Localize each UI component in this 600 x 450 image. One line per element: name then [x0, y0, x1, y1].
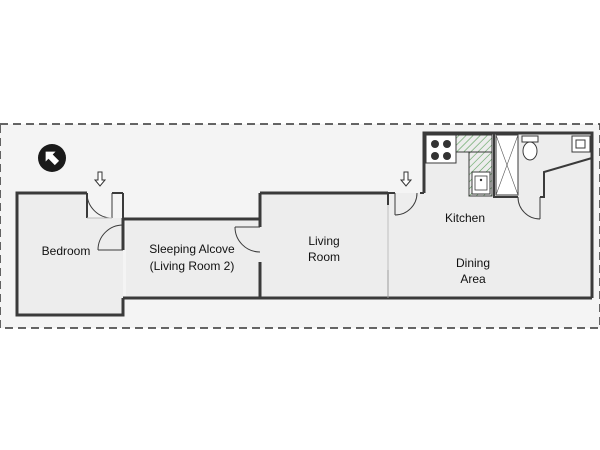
- living-room-label-line2: Room: [308, 250, 340, 264]
- bedroom-entry-arrow-icon: [93, 171, 107, 187]
- living-room-floor: [260, 193, 388, 297]
- dining-area-label-line2: Area: [460, 272, 486, 286]
- doors: [86, 192, 541, 253]
- sleeping-alcove-label: Sleeping Alcove: [149, 242, 235, 256]
- sleeping-alcove-sublabel: (Living Room 2): [150, 259, 235, 273]
- shower-icon: [495, 134, 519, 196]
- bathroom-door: [517, 196, 541, 220]
- alcove-living-door: [234, 226, 261, 253]
- bathroom-fixtures: [495, 134, 591, 196]
- sink-icon: [471, 171, 491, 195]
- floor-areas: [17, 133, 592, 315]
- living-room-label-line1: Living: [308, 234, 339, 248]
- kitchen-entry-arrow-icon: [399, 171, 413, 187]
- bedroom-label: Bedroom: [42, 244, 91, 258]
- bedroom-alcove-door: [97, 224, 124, 251]
- bedroom-floor: [17, 193, 123, 315]
- bathroom-sink-icon: [571, 135, 591, 153]
- compass-north-icon: [38, 144, 66, 172]
- stove-icon: [425, 134, 457, 164]
- dining-area-label-line1: Dining: [456, 256, 490, 270]
- toilet-icon: [521, 135, 539, 161]
- bedroom-entry-door: [86, 192, 113, 219]
- counter: [455, 134, 493, 153]
- kitchen-dining-floor: [388, 133, 592, 297]
- living-kitchen-door: [394, 192, 418, 216]
- room-labels: Bedroom Sleeping Alcove (Living Room 2) …: [42, 211, 490, 286]
- alcove-floor: [126, 221, 260, 297]
- kitchen-fixtures: [425, 134, 493, 197]
- walls: [15, 131, 594, 317]
- kitchen-label: Kitchen: [445, 211, 485, 225]
